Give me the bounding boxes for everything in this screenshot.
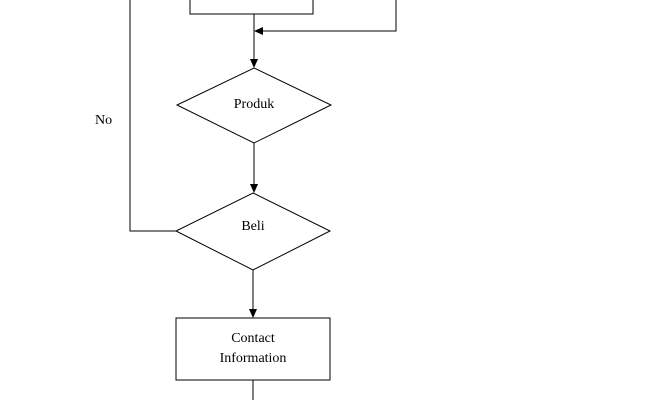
no-loop-connector (129, 0, 176, 232)
top-to-produk-arrowhead (250, 59, 258, 68)
beli-label: Beli (241, 219, 264, 234)
beli-to-contact-arrowhead (249, 309, 257, 318)
return-arrowhead (254, 27, 263, 35)
top-process-box (189, 0, 314, 15)
no-edge-label: No (95, 113, 112, 128)
contact-label-line-1: Contact (231, 331, 275, 346)
return-connector (262, 0, 397, 32)
produk-to-beli-arrowhead (250, 184, 258, 193)
contact-information-box (175, 317, 331, 381)
produk-label: Produk (234, 97, 274, 112)
contact-label-line-2: Information (220, 351, 287, 366)
